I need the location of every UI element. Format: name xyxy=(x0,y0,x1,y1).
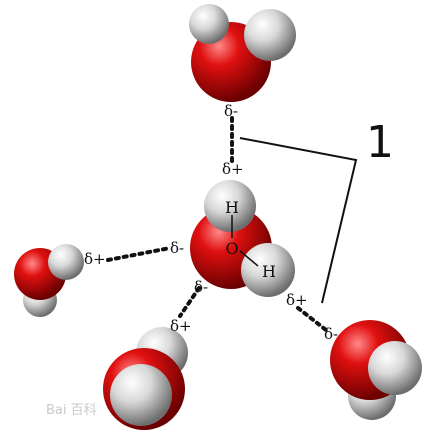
water-molecule-right xyxy=(330,320,422,420)
water-molecule-bottom-left xyxy=(103,327,188,430)
left-delta-plus: δ+ xyxy=(84,250,106,268)
hydrogen-atom xyxy=(368,341,422,395)
hydrogen-atom xyxy=(244,9,296,61)
callout-bracket xyxy=(239,137,358,304)
hydrogen-atom xyxy=(48,244,84,280)
central-h2-label: H xyxy=(262,262,276,281)
central-o-label: O xyxy=(225,239,238,258)
hbond-left xyxy=(106,246,172,262)
hbond-bottom-left xyxy=(178,286,201,318)
central-h1-label: H xyxy=(225,198,239,217)
top-delta-plus: δ+ xyxy=(222,160,244,178)
hydrogen-atom xyxy=(241,243,295,297)
callout-number: 1 xyxy=(366,117,394,168)
bottom-left-delta-plus: δ+ xyxy=(170,317,192,335)
hydrogen-atom xyxy=(110,364,172,426)
water-molecule-central: H O H xyxy=(190,180,295,297)
covalent-bond xyxy=(239,250,259,267)
watermark: Bai 百科 xyxy=(46,403,97,418)
left-delta-minus: δ- xyxy=(170,239,184,257)
hydrogen-atom xyxy=(189,4,229,44)
hydrogen-bonds xyxy=(106,116,328,332)
water-molecule-top xyxy=(189,4,296,102)
hbond-right xyxy=(296,306,328,332)
water-molecule-left xyxy=(14,244,84,317)
charge-labels: δ- δ+ δ+ δ- δ- δ+ δ+ δ- xyxy=(84,102,338,343)
hydrogen-atom xyxy=(204,180,256,232)
right-delta-plus: δ+ xyxy=(286,291,308,309)
right-delta-minus: δ- xyxy=(324,325,338,343)
bottom-left-delta-minus: δ- xyxy=(194,278,208,296)
top-delta-minus: δ- xyxy=(224,102,238,120)
